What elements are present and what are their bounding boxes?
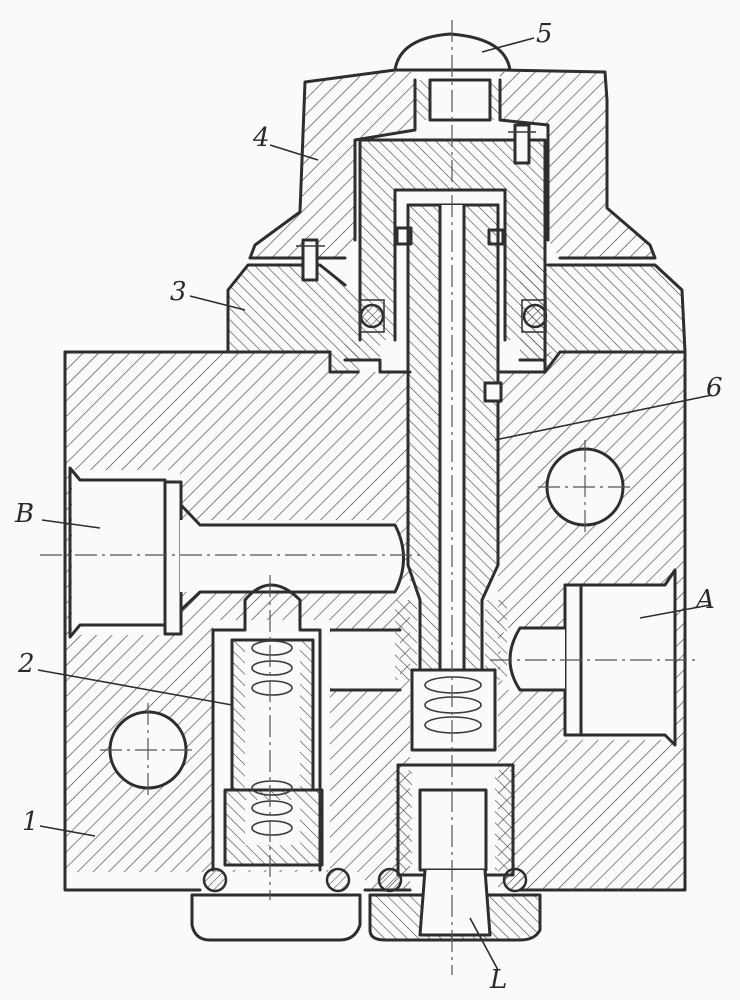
plunger-spring [395, 668, 515, 877]
label-port-b: B [14, 499, 34, 529]
label-cover: 3 [170, 277, 187, 307]
upper-o-rings [359, 299, 548, 333]
port-a [500, 568, 677, 747]
leader-lines [37, 37, 713, 971]
label-valve-spool: 2 [17, 649, 35, 679]
plunger-part [406, 203, 503, 672]
cap-part [248, 68, 657, 260]
pins [296, 123, 536, 282]
label-knob: 5 [536, 19, 553, 49]
knob-part [393, 32, 512, 122]
lower-o-rings [202, 867, 528, 893]
label-plunger: 6 [706, 373, 723, 403]
cover-part [226, 263, 687, 372]
label-body: 1 [22, 807, 39, 837]
label-cap: 4 [252, 123, 270, 153]
center-lines [40, 20, 700, 975]
label-port-a: A [694, 585, 715, 615]
label-port-l: L [489, 965, 507, 995]
bottom-plugs [190, 868, 542, 942]
port-b [68, 466, 405, 639]
valve-spool-part [211, 583, 330, 872]
